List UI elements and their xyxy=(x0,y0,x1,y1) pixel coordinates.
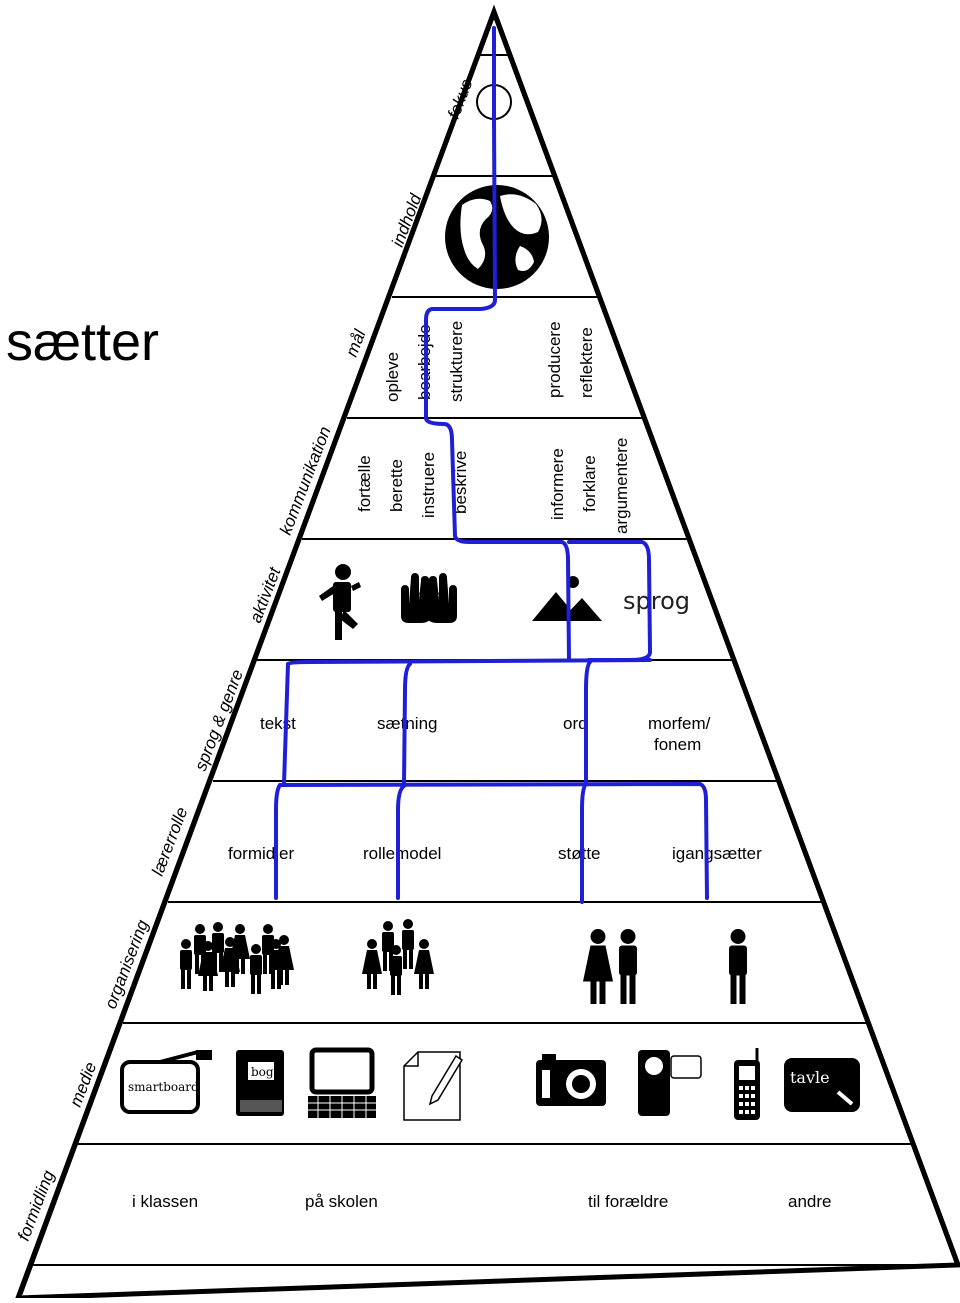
blue-path xyxy=(274,26,709,904)
label-indhold: indhold xyxy=(388,191,426,250)
book-label: bog xyxy=(251,1065,274,1079)
komm-item-argumentere: argumentere xyxy=(612,438,631,534)
rolle-item-formidler: formidler xyxy=(228,844,294,863)
komm-item-informere: informere xyxy=(548,448,567,520)
pyramid-edges xyxy=(17,4,960,1295)
chalkboard-label: tavle xyxy=(790,1068,830,1087)
hands-icon xyxy=(401,573,457,623)
maal-item-reflektere: reflektere xyxy=(577,327,596,398)
smartboard-icon: smartboard xyxy=(120,1050,212,1114)
maal-item-opleve: opleve xyxy=(383,352,402,402)
paper-pencil-icon xyxy=(403,1051,464,1121)
floating-word: sætter xyxy=(6,312,159,372)
komm-item-instruere: instruere xyxy=(419,452,438,518)
group-icon xyxy=(362,919,434,995)
computer-icon xyxy=(308,1047,376,1118)
komm-item-fortaelle: fortælle xyxy=(355,455,374,512)
phone-icon xyxy=(734,1048,760,1120)
camera-icon xyxy=(536,1054,606,1106)
komm-item-berette: berette xyxy=(387,459,406,512)
formidling-item-i-klassen: i klassen xyxy=(132,1192,198,1211)
maal-item-strukturere: strukturere xyxy=(447,321,466,402)
chalkboard-icon: tavle xyxy=(784,1058,860,1112)
maal-item-producere: producere xyxy=(545,321,564,398)
sprog-item-ord: ord xyxy=(563,714,588,733)
sprog-item-fonem: fonem xyxy=(654,735,701,754)
sprog-item-tekst: tekst xyxy=(260,714,296,733)
book-icon: bog xyxy=(236,1050,284,1116)
section-dividers xyxy=(33,54,958,1266)
couple-icon xyxy=(583,929,637,1004)
person-gesture-icon xyxy=(319,564,361,640)
formidling-item-andre: andre xyxy=(788,1192,831,1211)
rolle-item-stoette: støtte xyxy=(558,844,601,863)
label-fokus: fokus xyxy=(444,76,476,121)
video-camera-icon xyxy=(638,1050,702,1116)
sprog-item-morfem: morfem/ xyxy=(648,714,711,733)
formidling-item-paa-skolen: på skolen xyxy=(305,1192,378,1211)
globe-icon xyxy=(445,185,549,289)
person-icon xyxy=(729,929,747,1004)
sprog-item-saetning: sætning xyxy=(377,714,437,733)
smartboard-label: smartboard xyxy=(128,1080,199,1094)
crowd-icon xyxy=(180,922,294,994)
aktivitet-sprog: sprog xyxy=(623,587,690,615)
formidling-item-til-foraeldre: til forældre xyxy=(588,1192,668,1211)
rolle-item-igangsaetter: igangsætter xyxy=(672,844,762,863)
rolle-item-rollemodel: rollemodel xyxy=(363,844,441,863)
komm-item-forklare: forklare xyxy=(580,455,599,512)
